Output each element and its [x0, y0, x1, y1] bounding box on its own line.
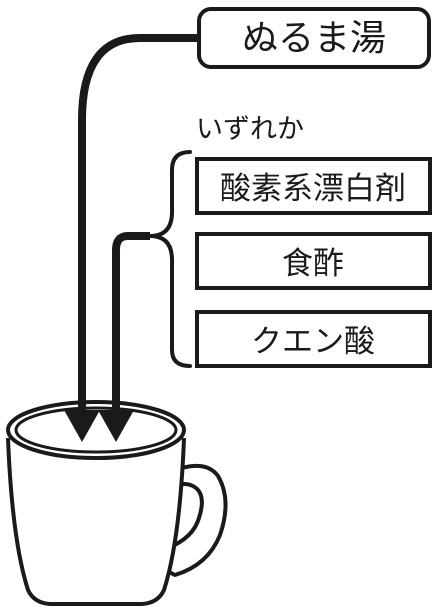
group-heading: いずれか	[196, 114, 304, 145]
option-box	[195, 157, 432, 215]
warm-water-arrow-line	[78, 34, 197, 412]
option-box	[195, 232, 432, 290]
mug-rim-inner	[14, 406, 178, 454]
warm-water-box	[197, 7, 431, 69]
option-vinegar: 食酢	[195, 232, 432, 290]
warm-water-arrowhead-front	[64, 410, 100, 442]
option-label: 酸素系漂白剤	[220, 171, 406, 207]
option-oxygen-bleach: 酸素系漂白剤	[195, 157, 432, 215]
warm-water-label: ぬるま湯	[197, 7, 431, 69]
additive-arrow-overlay	[112, 404, 120, 412]
option-citric-acid: クエン酸	[195, 310, 432, 368]
warm-water-text: ぬるま湯	[242, 18, 386, 59]
option-box	[195, 310, 432, 368]
option-brace	[148, 150, 192, 368]
additive-arrowhead-front	[98, 410, 134, 442]
warm-water-arrow-overlay	[78, 404, 86, 412]
mug-body	[6, 437, 186, 606]
mug-illustration	[6, 400, 228, 606]
option-label: クエン酸	[251, 324, 375, 360]
additive-arrow-line	[112, 232, 150, 412]
option-label: 食酢	[282, 246, 344, 282]
